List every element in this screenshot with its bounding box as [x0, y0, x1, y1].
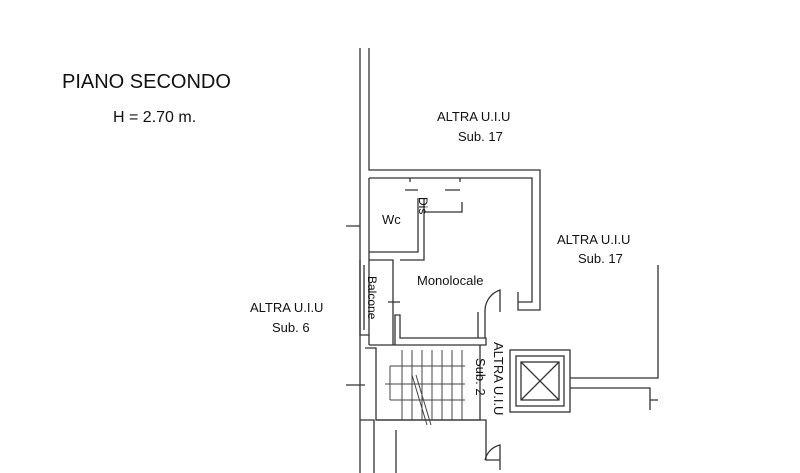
room-balcone: Balcone [365, 276, 379, 320]
neighbor-sub: Sub. 17 [458, 129, 503, 144]
neighbor-label: ALTRA U.I.U [250, 300, 323, 315]
neighbor-label: ALTRA U.I.U [491, 342, 506, 415]
walls [346, 48, 659, 473]
room-wc: Wc [382, 212, 401, 227]
neighbor-sub: Sub. 2 [473, 358, 488, 396]
room-dis: Dis [416, 197, 430, 214]
elevator [509, 349, 571, 413]
neighbor-sub: Sub. 6 [272, 320, 310, 335]
room-labels: Wc Dis Monolocale Balcone [365, 197, 484, 320]
room-monolocale: Monolocale [417, 273, 484, 288]
plan-title: PIANO SECONDO [62, 71, 231, 93]
neighbor-label: ALTRA U.I.U [557, 232, 630, 247]
stair-steps [385, 350, 465, 426]
neighbor-label: ALTRA U.I.U [437, 109, 510, 124]
neighbor-labels: ALTRA U.I.U Sub. 17 ALTRA U.I.U Sub. 17 … [250, 109, 630, 415]
neighbor-sub: Sub. 17 [578, 251, 623, 266]
height-label: H = 2.70 m. [113, 109, 196, 126]
